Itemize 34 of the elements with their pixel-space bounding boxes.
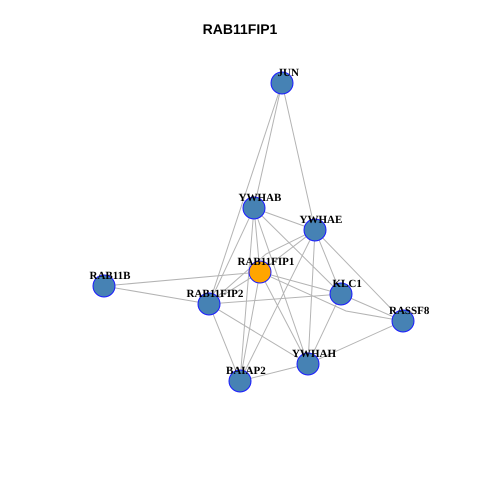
network-edge bbox=[240, 218, 254, 371]
network-edge bbox=[264, 211, 306, 227]
network-edge bbox=[270, 274, 331, 292]
network-edge bbox=[218, 309, 300, 359]
chart-title: RAB11FIP1 bbox=[202, 21, 278, 37]
node-label: YWHAH bbox=[292, 349, 336, 360]
node-label: RAB11FIP2 bbox=[186, 289, 244, 300]
node-label: YWHAB bbox=[238, 193, 282, 204]
network-edge bbox=[268, 236, 307, 266]
network-edge bbox=[318, 325, 394, 360]
network-edge bbox=[216, 234, 306, 298]
network-edge bbox=[114, 272, 250, 286]
network-edge bbox=[241, 282, 259, 371]
network-edge bbox=[318, 240, 338, 284]
network-edge bbox=[219, 294, 331, 304]
network-edge bbox=[114, 287, 199, 303]
network-edge bbox=[250, 366, 298, 379]
network-edge bbox=[244, 239, 311, 372]
network-edge bbox=[270, 276, 393, 320]
node-label: RAB11FIP1 bbox=[238, 257, 294, 268]
network-edge bbox=[212, 314, 236, 372]
network-edge bbox=[312, 303, 337, 355]
network-edge bbox=[213, 217, 250, 295]
node-label: RASSF8 bbox=[389, 306, 430, 317]
network-edge bbox=[284, 93, 314, 220]
node-label: YWHAE bbox=[300, 215, 342, 226]
network-edge bbox=[308, 240, 315, 354]
network-edge bbox=[218, 277, 252, 299]
node-label: RAB11B bbox=[90, 271, 130, 282]
network-edge bbox=[350, 298, 394, 318]
network-edge bbox=[257, 218, 305, 354]
network-edge bbox=[256, 93, 280, 198]
node-label: BAIAP2 bbox=[226, 366, 266, 377]
network-edge bbox=[261, 215, 334, 287]
